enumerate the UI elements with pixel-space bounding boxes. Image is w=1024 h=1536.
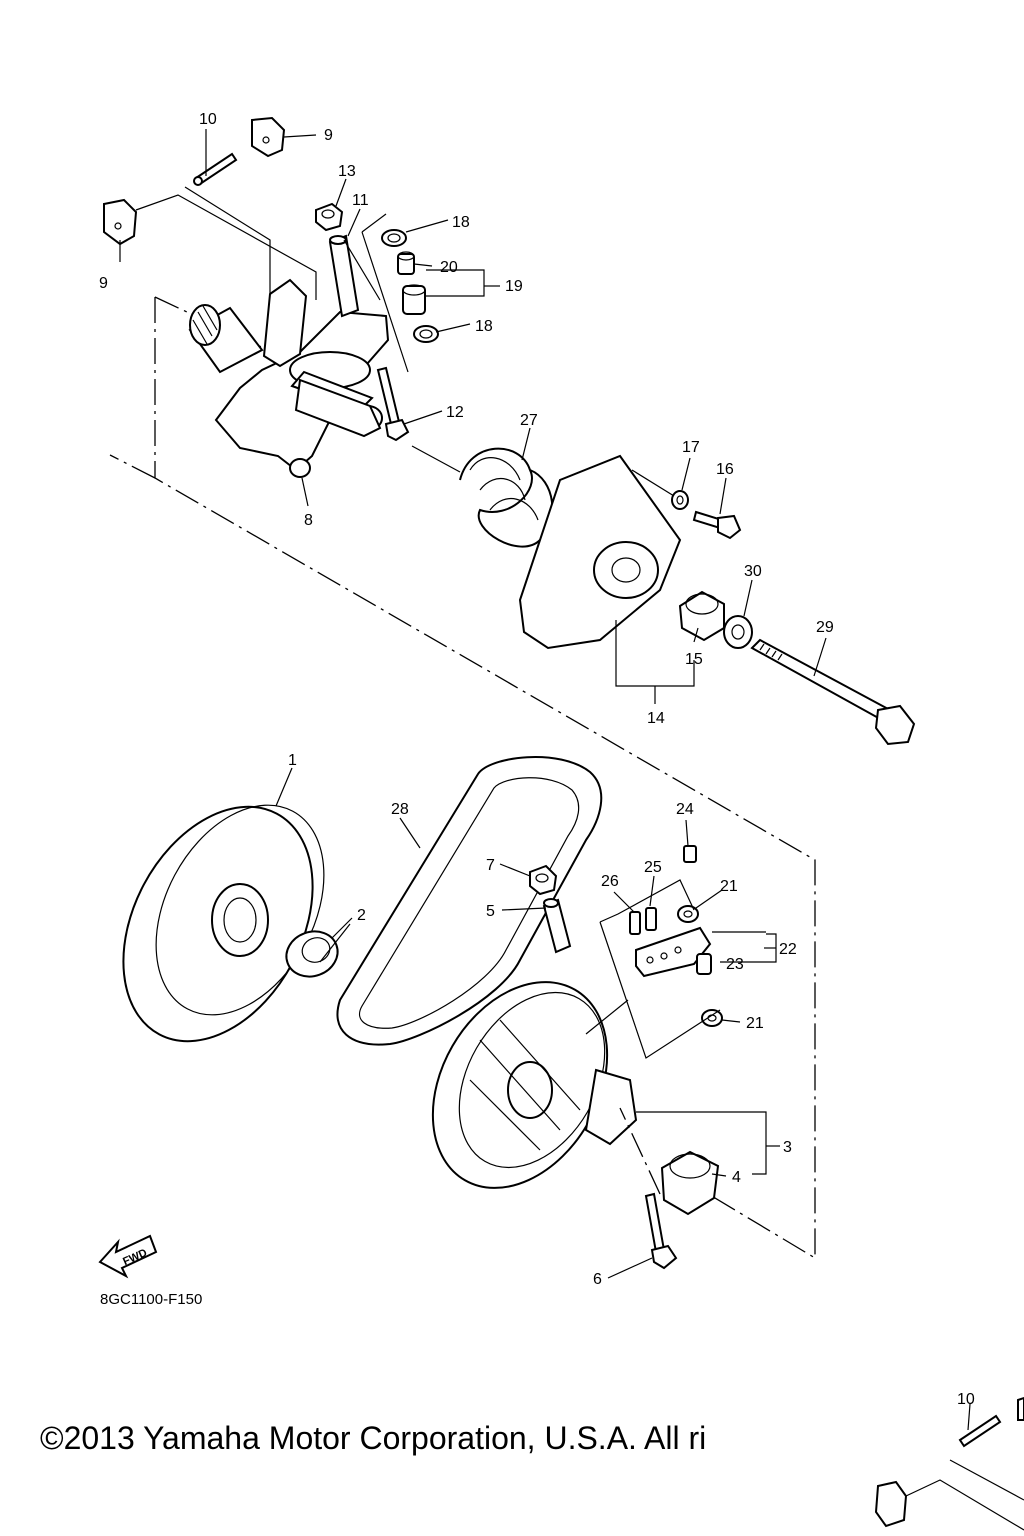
label-1: 1	[288, 752, 297, 769]
part-21-washer-bottom	[701, 1009, 723, 1027]
label-9-left: 9	[99, 275, 108, 292]
label-18-bottom: 18	[475, 318, 493, 335]
label-5: 5	[486, 903, 495, 920]
label-2: 2	[357, 907, 366, 924]
part-6-bolt	[619, 1107, 678, 1270]
label-12: 12	[446, 404, 464, 421]
part-11-collar	[328, 234, 360, 318]
label-6: 6	[593, 1271, 602, 1288]
label-17: 17	[682, 439, 700, 456]
label-22: 22	[779, 941, 797, 958]
label-27: 27	[520, 412, 538, 429]
part-8-spider-hub	[188, 278, 390, 478]
part-3-sliding-sheave	[431, 981, 638, 1189]
label-9-top: 9	[324, 127, 333, 144]
next-diagram-fragment	[874, 1396, 1024, 1531]
label-7: 7	[486, 857, 495, 874]
part-27-spring	[411, 445, 554, 548]
label-25: 25	[644, 859, 662, 876]
label-18-top: 18	[452, 214, 470, 231]
part-17-washer	[671, 490, 689, 510]
part-labels: 10 9 9 13 11 18 20 19 18 12 8 27 17 16 3…	[99, 111, 975, 1408]
label-14: 14	[647, 710, 665, 727]
part-1-sheave	[122, 804, 325, 1043]
label-10: 10	[199, 111, 217, 128]
label-28: 28	[391, 801, 409, 818]
part-26-screw	[629, 911, 641, 935]
copyright-notice: ©2013 Yamaha Motor Corporation, U.S.A. A…	[40, 1420, 707, 1456]
part-13-nut	[315, 202, 344, 232]
part-15-bushing	[678, 590, 725, 642]
fwd-arrow-icon: FWD	[98, 1234, 158, 1279]
part-20-bushing-large	[402, 284, 426, 315]
label-16: 16	[716, 461, 734, 478]
label-13: 13	[338, 163, 356, 180]
label-3: 3	[783, 1139, 792, 1156]
part-30-washer	[723, 615, 753, 649]
part-14-cam	[518, 454, 695, 704]
part-21-washer-top	[677, 905, 699, 923]
label-21-bottom: 21	[746, 1015, 764, 1032]
label-19: 19	[505, 278, 523, 295]
part-5-collar	[542, 898, 572, 954]
part-9-weight-top	[251, 116, 286, 158]
part-10-pin	[193, 152, 238, 186]
label-23: 23	[726, 956, 744, 973]
label-21-top: 21	[720, 878, 738, 895]
part-18-washer-bottom	[413, 325, 439, 343]
label-30: 30	[744, 563, 762, 580]
label-15: 15	[685, 651, 703, 668]
part-22-weight-lever	[635, 926, 712, 978]
diagram-code: 8GC1100-F150	[100, 1291, 202, 1308]
part-20-bushing-small	[397, 251, 415, 275]
part-24-pin	[683, 845, 697, 863]
label-29: 29	[816, 619, 834, 636]
part-25-screw	[645, 907, 657, 931]
part-9-weight-left	[103, 198, 138, 246]
part-12-bolt	[376, 366, 410, 442]
part-23-collar	[696, 953, 712, 975]
leader-lines	[119, 129, 971, 1431]
label-11: 11	[352, 192, 369, 209]
label-10-fragment: 10	[957, 1391, 975, 1408]
label-8: 8	[304, 512, 313, 529]
label-26: 26	[601, 873, 619, 890]
part-4-bushing	[660, 1150, 720, 1216]
part-29-bolt	[750, 638, 916, 746]
part-16-bolt	[692, 510, 742, 540]
part-7-nut	[529, 864, 558, 896]
label-4: 4	[732, 1169, 741, 1186]
label-20: 20	[440, 259, 458, 276]
part-18-washer-top	[381, 229, 407, 247]
label-24: 24	[676, 801, 694, 818]
